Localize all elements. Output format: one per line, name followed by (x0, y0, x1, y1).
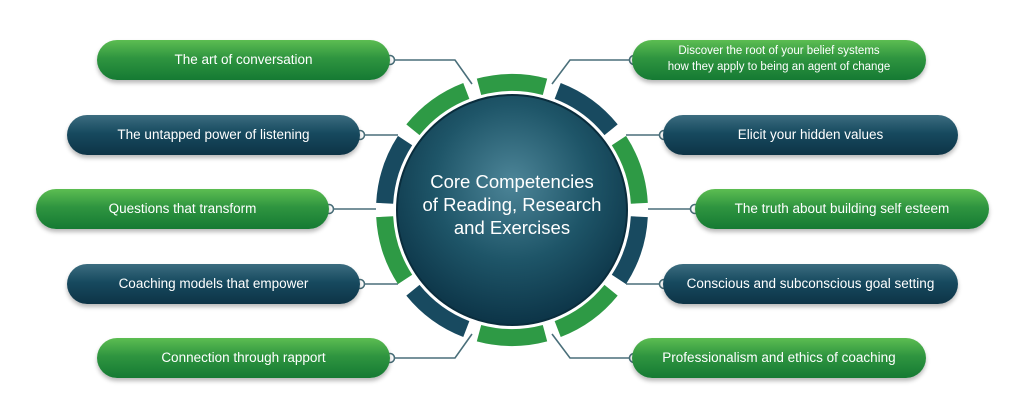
ring-segment (554, 83, 618, 136)
topic-goal-setting: Conscious and subconscious goal setting (663, 264, 958, 304)
topic-label: Questions that transform (108, 201, 257, 217)
topic-self-esteem: The truth about building self esteem (695, 189, 989, 229)
ring-segment (611, 216, 648, 285)
ring-segment (476, 74, 548, 96)
center-disc (397, 95, 627, 325)
topic-label: Professionalism and ethics of coaching (662, 350, 896, 366)
topic-label: The untapped power of listening (117, 127, 310, 143)
ring-segment (376, 216, 413, 285)
topic-label: Conscious and subconscious goal setting (686, 276, 935, 292)
connector-line (551, 59, 634, 85)
ring-segment (376, 135, 413, 204)
center-disc-rim (396, 94, 628, 326)
connector-line (390, 333, 473, 359)
topic-label-line-2: how they apply to being an agent of chan… (667, 61, 891, 73)
ring-segment (476, 324, 548, 347)
topic-label: Elicit your hidden values (737, 127, 884, 143)
topic-label: The art of conversation (174, 52, 313, 68)
topic-questions-that-transform: Questions that transform (36, 189, 329, 229)
topic-hidden-values: Elicit your hidden values (663, 115, 958, 155)
connector-line (551, 333, 634, 359)
topic-label: The truth about building self esteem (734, 201, 950, 217)
topic-belief-systems: Discover the root of your belief systems… (632, 40, 926, 80)
center-title-line-2: of Reading, Research (422, 194, 602, 215)
center-title: Core Competencies of Reading, Research a… (412, 170, 612, 239)
topic-power-of-listening: The untapped power of listening (67, 115, 360, 155)
topic-label: Connection through rapport (161, 350, 326, 366)
topic-art-of-conversation: The art of conversation (97, 40, 390, 80)
topic-label-line-1: Discover the root of your belief systems (678, 45, 880, 58)
topic-professionalism-ethics: Professionalism and ethics of coaching (632, 338, 926, 378)
topic-connection-through-rapport: Connection through rapport (97, 338, 390, 378)
ring-segment (406, 83, 470, 136)
center-title-line-1: Core Competencies (430, 171, 594, 192)
connector-line (390, 59, 473, 85)
topic-coaching-models: Coaching models that empower (67, 264, 360, 304)
topic-label: Coaching models that empower (118, 276, 309, 292)
ring-segment (554, 284, 618, 337)
center-title-line-3: and Exercises (453, 217, 571, 238)
ring-segment (611, 135, 648, 204)
ring-segment (406, 284, 470, 337)
